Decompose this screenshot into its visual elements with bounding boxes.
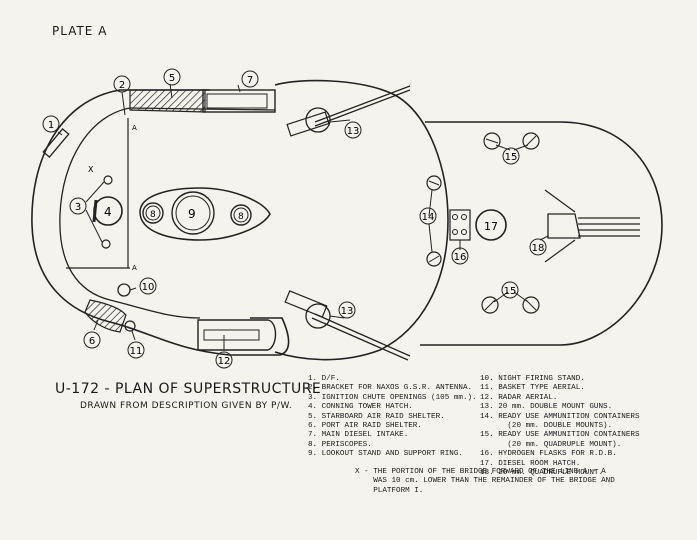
radar-aerial	[197, 319, 277, 351]
platform-aft-outline	[420, 121, 663, 346]
bridge-outline-outer	[31, 89, 290, 356]
callout-6: 6	[89, 336, 95, 347]
legend-item: 1. D/F.	[308, 375, 340, 383]
legend-item: 10. NIGHT FIRING STAND.	[480, 375, 585, 383]
legend-item: 14. READY USE AMMUNITION CONTAINERS	[480, 412, 640, 421]
label-periscope-left: 8	[150, 210, 156, 220]
callouts: 1 2 3 5 6 7 10 11 12 13 13 14 15 15 16 1…	[42, 68, 547, 369]
callout-1: 1	[48, 120, 54, 131]
bridge-outline-inner	[59, 107, 201, 319]
basket-aerial	[124, 320, 136, 332]
leader-lines	[57, 83, 549, 350]
legend-item: 5. STARBOARD AIR RAID SHELTER.	[308, 412, 445, 421]
df-antenna	[42, 128, 70, 158]
starboard-shelter	[129, 89, 206, 113]
legend-item: 9. LOOKOUT STAND AND SUPPORT RING.	[308, 450, 463, 459]
label-periscope-right: 8	[238, 212, 244, 222]
callout-10: 10	[142, 282, 155, 293]
legend-item: 7. MAIN DIESEL INTAKE.	[308, 431, 409, 440]
lookout-stand	[139, 187, 271, 241]
platform-middle-outline	[274, 79, 449, 361]
ammo-container-15-c	[481, 296, 499, 314]
callout-16: 16	[454, 252, 467, 263]
diesel-room-hatch	[475, 209, 507, 241]
label-lookout: 9	[188, 207, 196, 221]
callout-15-bottom: 15	[504, 286, 517, 297]
ignition-chute-bottom	[101, 239, 111, 249]
label-diesel-hatch: 17	[484, 220, 498, 233]
legend-right: 10. NIGHT FIRING STAND. 11. BASKET TYPE …	[480, 375, 640, 478]
port-shelter	[84, 299, 127, 333]
legend-item: (20 mm. QUADRUPLE MOUNT).	[480, 440, 622, 449]
diagram-title: U-172 - PLAN OF SUPERSTRUCTURE	[55, 381, 322, 397]
marker-x: X	[88, 165, 94, 174]
callout-5: 5	[169, 73, 175, 84]
ignition-chute-top	[103, 175, 113, 185]
marker-a-top: A	[132, 124, 137, 132]
night-firing-stand	[117, 283, 131, 297]
legend-item: 2. BRACKET FOR NAXOS G.S.R. ANTENNA.	[308, 384, 473, 393]
legend-item: 15. READY USE AMMUNITION CONTAINERS	[480, 431, 640, 440]
hydrogen-flasks	[449, 209, 471, 241]
legend-item: 3. IGNITION CHUTE OPENINGS (105 mm.).	[308, 393, 477, 402]
plate-label: PLATE A	[52, 24, 108, 38]
diagram-subtitle: DRAWN FROM DESCRIPTION GIVEN BY P/W.	[80, 401, 293, 411]
legend-item: 12. RADAR AERIAL.	[480, 393, 558, 402]
ammo-container-15-a	[483, 132, 501, 150]
ammo-container-14-top	[426, 175, 442, 191]
label-hatch: 4	[104, 205, 112, 219]
callout-2: 2	[119, 80, 125, 91]
legend-item: (20 mm. DOUBLE MOUNTS).	[480, 422, 613, 431]
legend-item: 17. DIESEL ROOM HATCH.	[480, 459, 581, 468]
callout-14: 14	[422, 212, 435, 223]
callout-15-top: 15	[505, 152, 518, 163]
legend-item: 8. PERISCOPES.	[308, 440, 372, 449]
callout-12: 12	[218, 356, 231, 367]
legend-item: 11. BASKET TYPE AERIAL.	[480, 384, 585, 393]
callout-13-bottom: 13	[341, 306, 354, 317]
legend-item: 13. 20 mm. DOUBLE MOUNT GUNS.	[480, 403, 613, 412]
ammo-container-15-d	[522, 296, 540, 314]
ammo-container-15-b	[522, 132, 540, 150]
gun-mount-top	[305, 107, 331, 133]
legend-item: 18. 20 mm. QUADRUPLE MOUNT.	[480, 469, 604, 478]
callout-18: 18	[532, 243, 545, 254]
callout-11: 11	[130, 346, 143, 357]
callout-13-top: 13	[347, 126, 360, 137]
quadruple-mount	[544, 189, 640, 263]
legend-left: 1. D/F. 2. BRACKET FOR NAXOS G.S.R. ANTE…	[308, 375, 477, 460]
legend-item: 4. CONNING TOWER HATCH.	[308, 403, 413, 412]
legend-item: 6. PORT AIR RAID SHELTER.	[308, 422, 422, 431]
marker-a-bottom: A	[132, 264, 137, 272]
footnote: X - THE PORTION OF THE BRIDGE FORWARD OF…	[355, 468, 615, 495]
ammo-container-14-bottom	[426, 251, 442, 267]
callout-3: 3	[75, 202, 81, 213]
legend-item: 16. HYDROGEN FLASKS FOR R.D.B.	[480, 450, 617, 459]
callout-7: 7	[247, 75, 253, 86]
